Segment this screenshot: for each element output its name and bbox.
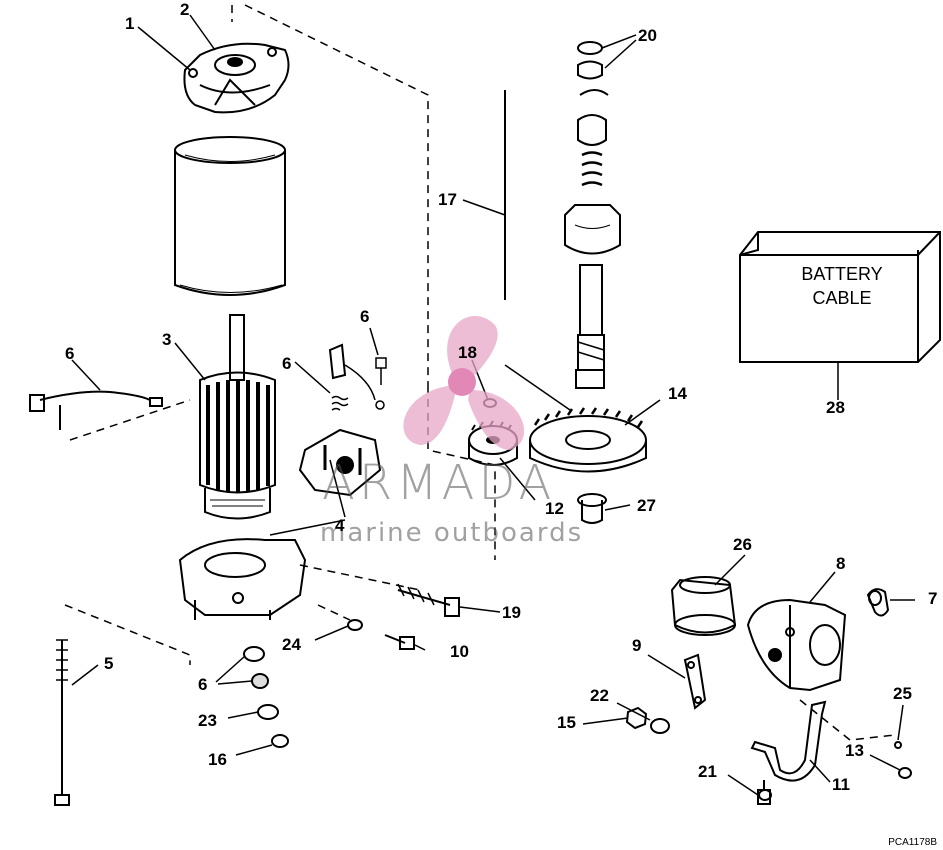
label-part-12: 12 (545, 499, 564, 518)
assembly-dashed-lines (64, 4, 896, 741)
label-part-3: 3 (162, 330, 172, 349)
part-bushing (577, 493, 607, 524)
label-part-28: 28 (826, 398, 845, 417)
label-part-18: 18 (458, 343, 477, 362)
label-part-5: 5 (104, 654, 114, 673)
part-brush-plate (298, 343, 382, 497)
figure-code: PCA1178B (888, 837, 937, 848)
label-part-19: 19 (502, 603, 521, 622)
label-part-24: 24 (282, 635, 301, 654)
part-lead-wire (29, 390, 163, 430)
label-part-8: 8 (836, 554, 846, 573)
label-part-15: 15 (557, 713, 576, 732)
part-terminal-boot (866, 588, 890, 617)
battery-line-1: BATTERY (801, 264, 883, 284)
part-frame-cylinder (174, 136, 286, 296)
part-armature (199, 314, 276, 520)
part-battery-box (739, 231, 941, 363)
label-part-7: 7 (928, 589, 938, 608)
leader-lines (71, 14, 915, 796)
label-part-17: 17 (438, 190, 457, 209)
part-springs (331, 357, 387, 411)
part-end-cap (183, 42, 290, 114)
part-drive-shaft (504, 41, 621, 389)
label-part-25: 25 (893, 684, 912, 703)
label-part-23: 23 (198, 711, 217, 730)
label-part-22: 22 (590, 686, 609, 705)
part-bracket (750, 700, 827, 782)
label-part-21: 21 (698, 762, 717, 781)
part-large-gear (529, 407, 647, 473)
label-part-11: 11 (832, 775, 850, 794)
part-sleeve (670, 576, 737, 636)
part-through-bolt (54, 639, 70, 806)
part-bolt-10 (384, 634, 415, 650)
label-part-27: 27 (637, 496, 656, 515)
battery-cable-text: BATTERY CABLE (762, 262, 922, 310)
watermark-logo (403, 316, 525, 450)
label-part-9: 9 (632, 636, 642, 655)
part-strap (683, 653, 707, 710)
label-part-2: 2 (180, 0, 190, 19)
label-part-20: 20 (638, 26, 657, 45)
label-part-6-terminal: 6 (360, 307, 370, 326)
watermark-name: ARMADA (322, 455, 556, 511)
part-screw-21 (757, 780, 771, 805)
label-part-6-wire: 6 (65, 344, 75, 363)
label-part-16: 16 (208, 750, 227, 769)
label-part-14: 14 (668, 384, 687, 403)
label-part-26: 26 (733, 535, 752, 554)
part-solenoid (746, 598, 847, 692)
label-part-4: 4 (335, 516, 345, 535)
label-part-6-nut: 6 (198, 675, 208, 694)
battery-line-2: CABLE (812, 288, 872, 308)
part-drive-end-frame (178, 538, 307, 620)
label-part-13: 13 (845, 741, 864, 760)
label-part-1: 1 (125, 14, 135, 33)
watermark-tagline: marine outboards (320, 518, 584, 548)
label-part-6-spring: 6 (282, 354, 292, 373)
label-part-10: 10 (450, 642, 469, 661)
part-bolt-19 (397, 583, 460, 617)
